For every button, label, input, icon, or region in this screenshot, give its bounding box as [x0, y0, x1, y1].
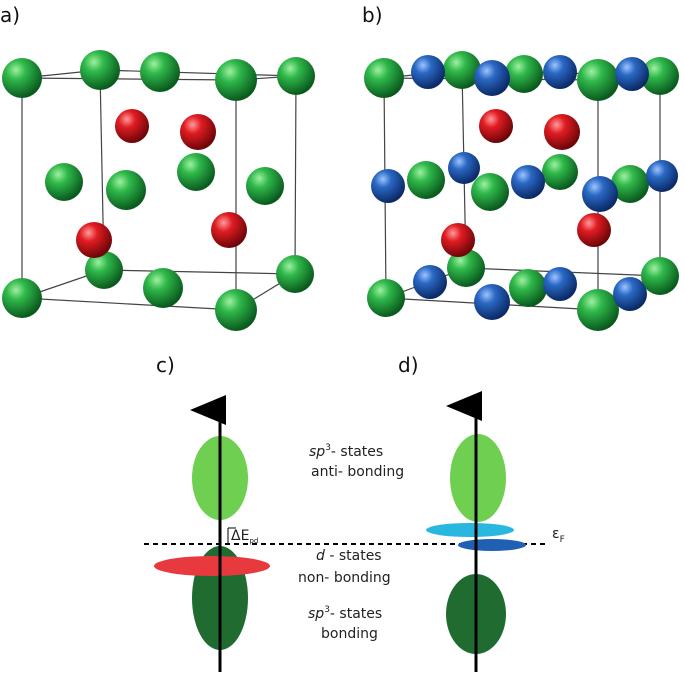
blue-atom	[411, 55, 445, 89]
green-atom	[407, 161, 445, 199]
red-atoms-a	[76, 109, 247, 258]
panel-c-label: c)	[156, 353, 175, 377]
d-states-band	[154, 556, 270, 576]
blue-atom	[646, 160, 678, 192]
crystal-structure-a	[2, 50, 315, 331]
blue-atom	[613, 277, 647, 311]
green-atom	[45, 163, 83, 201]
green-atom	[215, 289, 257, 331]
antibonding-line1: sp3- states	[309, 443, 383, 460]
red-atom	[76, 222, 112, 258]
green-atoms-b	[364, 51, 679, 331]
antibonding-sp3-lobe-d	[450, 434, 506, 522]
green-atom	[2, 278, 42, 318]
green-atom	[143, 268, 183, 308]
cyan-band	[426, 523, 514, 537]
blue-atom	[474, 60, 510, 96]
green-atom	[611, 165, 649, 203]
gap-label: ΔEpd	[231, 528, 258, 545]
panel-d-label: d)	[398, 353, 419, 377]
panel-b-label: b)	[362, 3, 383, 27]
d-states-line2: non- bonding	[298, 570, 391, 586]
fermi-level-label: εF	[552, 526, 565, 545]
red-atom	[211, 212, 247, 248]
green-atom	[471, 173, 509, 211]
crystal-structure-b	[364, 51, 679, 331]
blue-atom	[543, 55, 577, 89]
green-atom	[106, 170, 146, 210]
red-atom	[544, 114, 580, 150]
red-atoms-b	[441, 109, 611, 257]
blue-atoms-b	[371, 55, 678, 320]
green-atom	[140, 52, 180, 92]
green-atom	[246, 167, 284, 205]
green-atom	[277, 57, 315, 95]
green-atom	[505, 55, 543, 93]
green-atom	[542, 154, 578, 190]
green-atom	[577, 59, 619, 101]
antibonding-line2: anti- bonding	[311, 464, 404, 480]
green-atom	[85, 251, 123, 289]
red-atom	[115, 109, 149, 143]
green-atom	[577, 289, 619, 331]
blue-atom	[474, 284, 510, 320]
green-atom	[641, 57, 679, 95]
green-atom	[80, 50, 120, 90]
energy-diagram-c: ΔEpd sp3- states anti- bonding d - state…	[154, 395, 404, 672]
blue-atom	[511, 165, 545, 199]
bonding-line1: sp3- states	[308, 605, 382, 622]
blue-atom	[582, 176, 618, 212]
green-atom	[443, 51, 481, 89]
green-atom	[215, 59, 257, 101]
red-atom	[441, 223, 475, 257]
green-atom	[509, 269, 547, 307]
green-atom	[367, 279, 405, 317]
red-atom	[577, 213, 611, 247]
d-states-line1: d - states	[316, 548, 382, 564]
red-atom	[180, 114, 216, 150]
green-atoms-a	[2, 50, 315, 331]
green-atom	[447, 249, 485, 287]
blue-atom	[413, 265, 447, 299]
green-atom	[641, 257, 679, 295]
red-atom	[479, 109, 513, 143]
green-atom	[177, 153, 215, 191]
blue-atom	[448, 152, 480, 184]
green-atom	[2, 58, 42, 98]
bonding-line2: bonding	[321, 626, 378, 642]
blue-atom	[615, 57, 649, 91]
blue-atom	[371, 169, 405, 203]
panel-a-label: a)	[0, 3, 20, 27]
blue-atom	[543, 267, 577, 301]
fermi-blue-band	[458, 539, 526, 551]
green-atom	[364, 58, 404, 98]
green-atom	[276, 255, 314, 293]
energy-diagram-d: εF	[426, 391, 565, 672]
